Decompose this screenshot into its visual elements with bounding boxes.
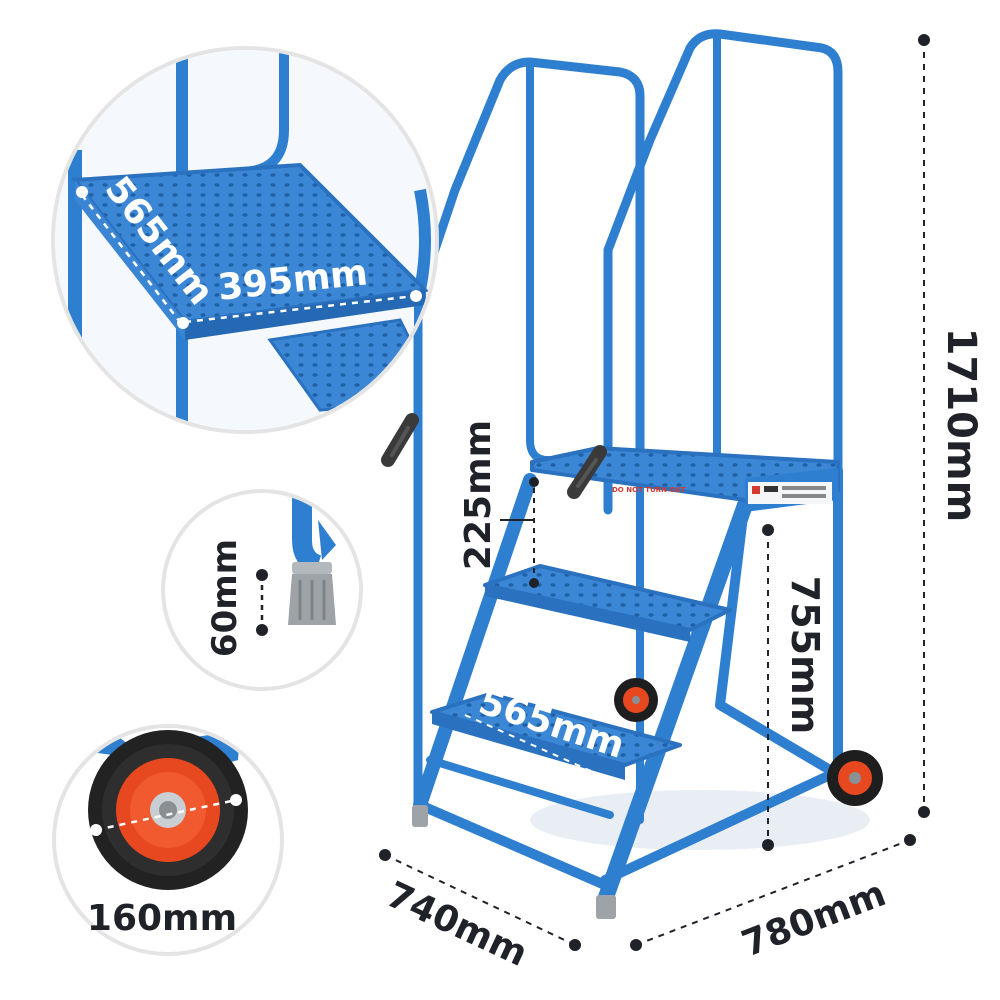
foot-height-label: 60mm xyxy=(205,539,245,657)
dimension-lines xyxy=(384,40,925,946)
foot-detail-callout: 60mm xyxy=(161,489,363,691)
rear-wheel-left xyxy=(614,678,658,722)
middle-step xyxy=(483,564,732,632)
platform-height-label: 755mm xyxy=(783,576,827,735)
wheel-diameter-label: 160mm xyxy=(87,898,237,939)
bottom-step xyxy=(430,692,682,767)
base-depth-label: 740mm xyxy=(380,874,533,975)
right-stringer xyxy=(597,497,753,908)
rear-wheel-right xyxy=(827,750,883,806)
left-stringer xyxy=(413,473,537,812)
warning-labels xyxy=(748,482,832,504)
warning-strip-text: DO NOT TURN OUT xyxy=(612,486,686,494)
dimension-dots xyxy=(379,34,930,951)
tread-detail-callout: 565mm 395mm xyxy=(51,46,439,434)
left-grip xyxy=(381,413,419,467)
rubber-foot-right xyxy=(596,895,616,919)
step-rise-label: 225mm xyxy=(458,420,499,570)
ladder-illustration: DO NOT TURN OUT xyxy=(381,29,883,919)
overall-height-label: 1710mm xyxy=(938,328,984,523)
base-width-label: 780mm xyxy=(736,873,891,965)
rubber-foot-left xyxy=(412,805,428,827)
right-grip xyxy=(567,445,607,499)
wheel-detail-callout: 160mm xyxy=(52,724,284,956)
